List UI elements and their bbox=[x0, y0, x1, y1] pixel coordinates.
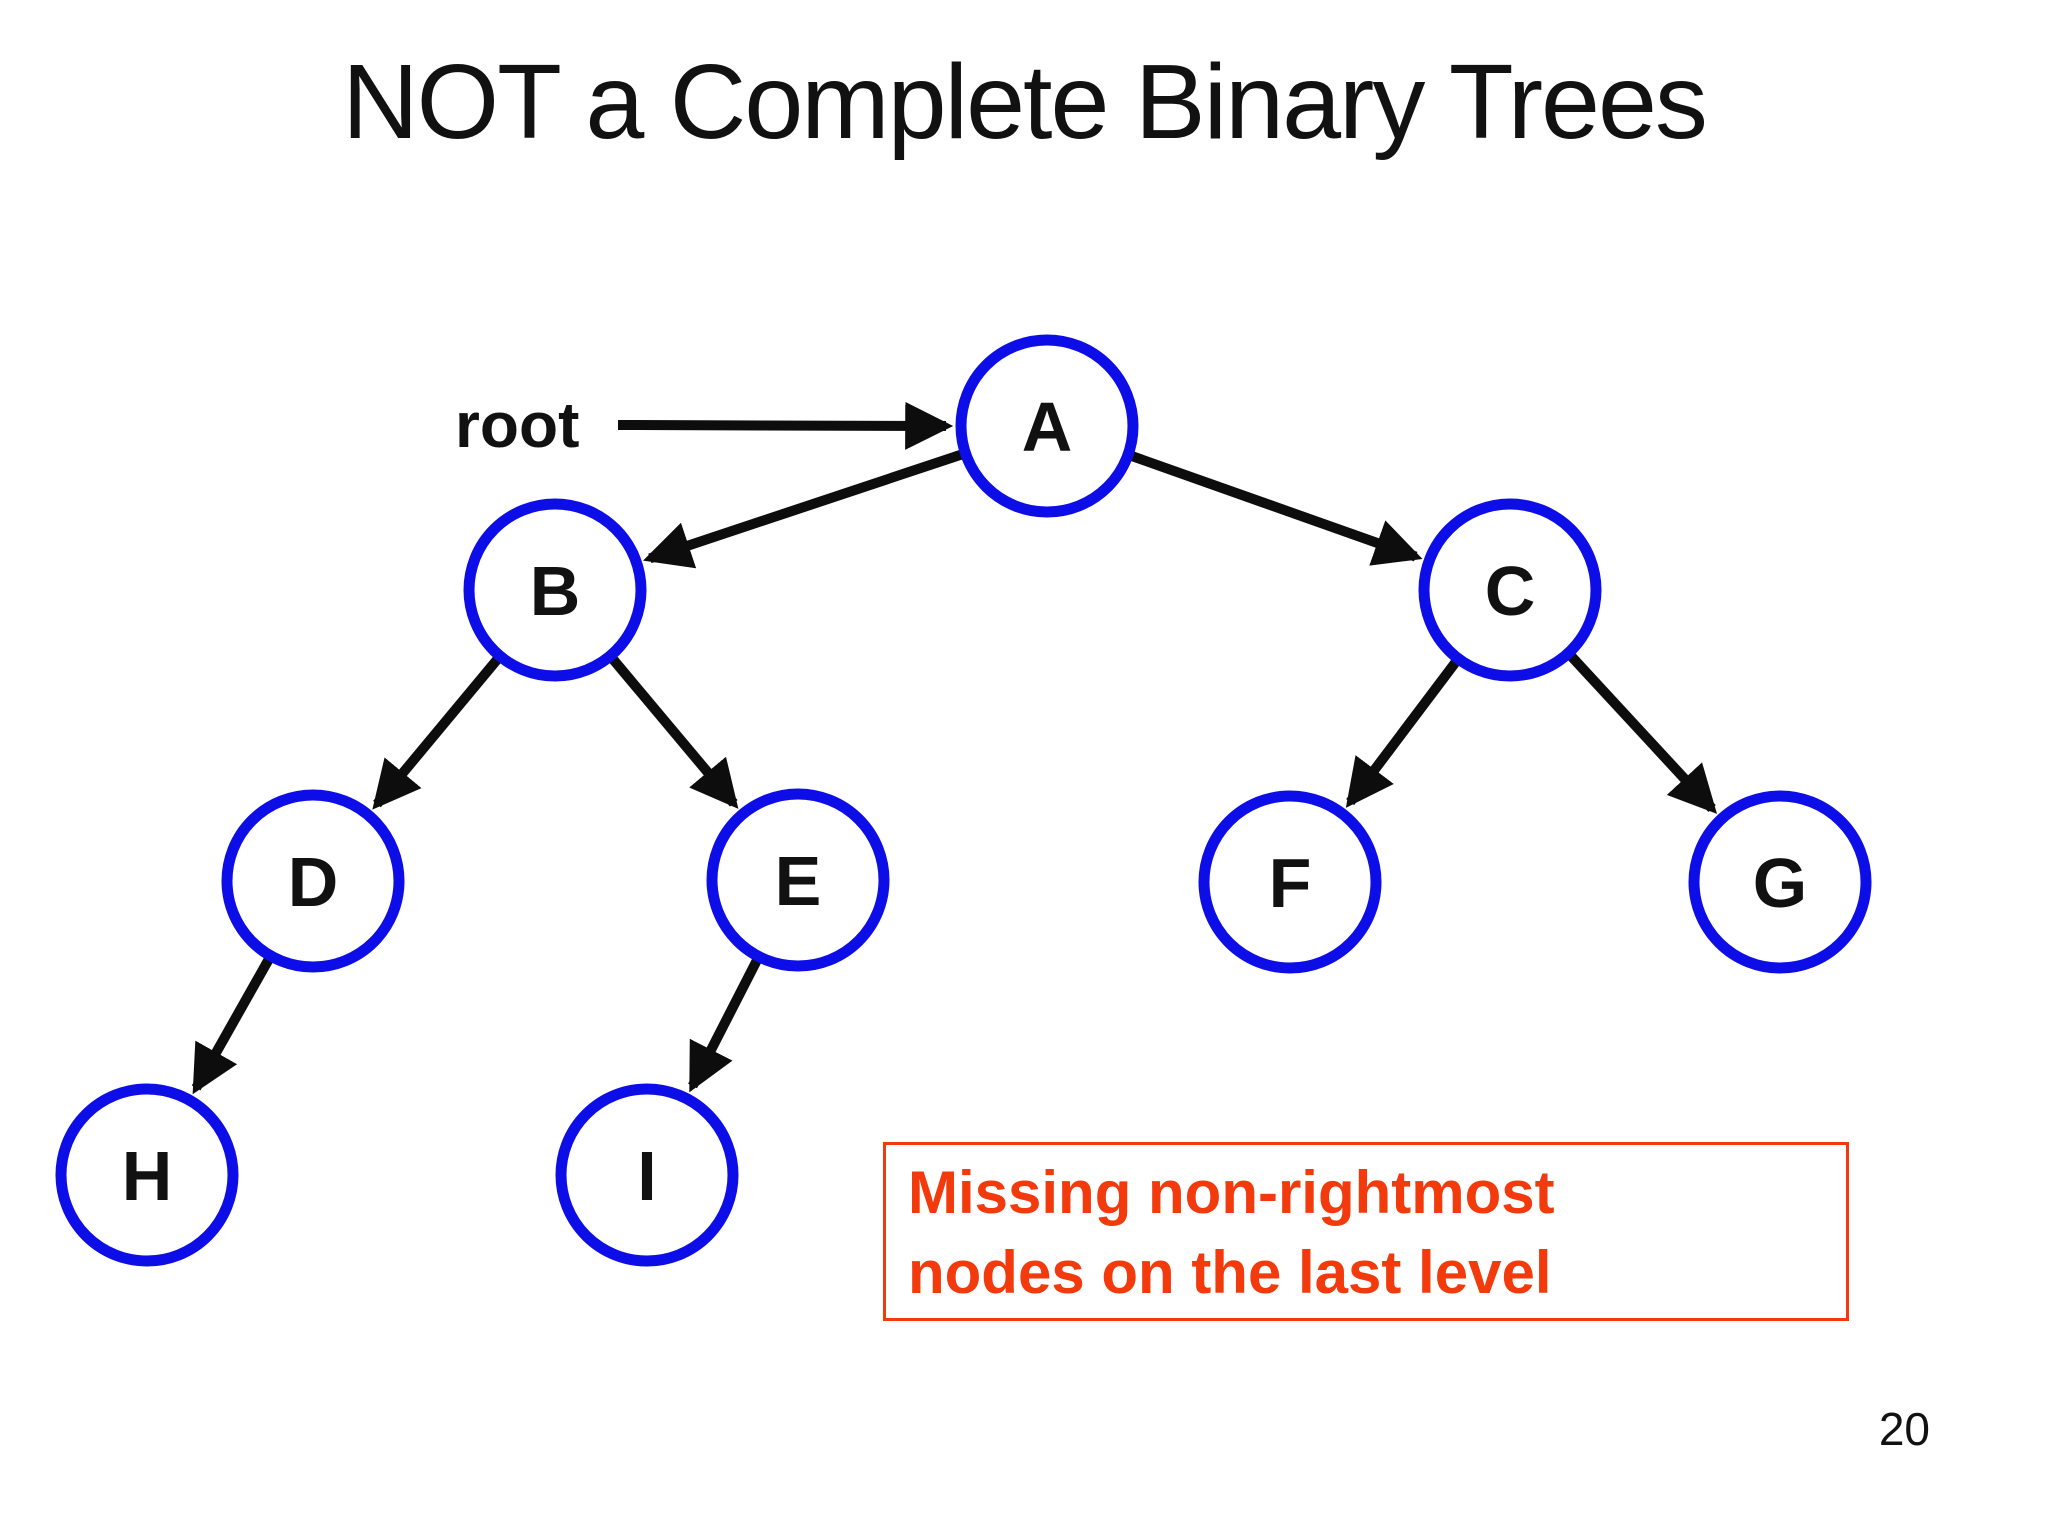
edge-B-E bbox=[608, 655, 739, 809]
page-number: 20 bbox=[1878, 1403, 1930, 1455]
edge-E-I bbox=[688, 957, 762, 1093]
node-label-A: A bbox=[1022, 388, 1073, 466]
tree-node-F: F bbox=[1198, 790, 1382, 974]
edge-C-G bbox=[1567, 652, 1717, 814]
node-label-I: I bbox=[637, 1137, 656, 1215]
node-circle-D bbox=[221, 789, 405, 973]
node-label-C: C bbox=[1485, 552, 1536, 630]
edge-D-H bbox=[191, 956, 274, 1095]
node-label-E: E bbox=[775, 842, 822, 920]
slide-title: NOT a Complete Binary Trees bbox=[342, 43, 1708, 161]
node-circle-F bbox=[1198, 790, 1382, 974]
tree-node-C: C bbox=[1418, 498, 1602, 682]
node-label-G: G bbox=[1753, 844, 1807, 922]
tree-node-D: D bbox=[221, 789, 405, 973]
edge-A-B bbox=[643, 449, 964, 569]
edge-A-C bbox=[1130, 451, 1423, 566]
node-label-H: H bbox=[122, 1137, 173, 1215]
node-circle-H bbox=[55, 1083, 239, 1267]
node-circle-E bbox=[706, 788, 890, 972]
edge-B-D bbox=[372, 656, 502, 810]
node-label-B: B bbox=[530, 552, 581, 630]
node-label-D: D bbox=[288, 843, 339, 921]
edge-C-F bbox=[1345, 658, 1460, 808]
callout-line-2: nodes on the last level bbox=[908, 1239, 1552, 1306]
node-circle-A bbox=[955, 334, 1139, 518]
root-label: root bbox=[455, 389, 579, 461]
node-circle-B bbox=[463, 498, 647, 682]
node-circle-G bbox=[1688, 790, 1872, 974]
tree-node-G: G bbox=[1688, 790, 1872, 974]
callout-line-1: Missing non-rightmost bbox=[908, 1159, 1555, 1226]
root-arrow bbox=[617, 401, 954, 450]
tree-node-E: E bbox=[706, 788, 890, 972]
node-circle-C bbox=[1418, 498, 1602, 682]
tree-node-I: I bbox=[555, 1083, 739, 1267]
callout-box: Missing non-rightmost nodes on the last … bbox=[883, 1142, 1849, 1321]
tree-node-B: B bbox=[463, 498, 647, 682]
node-circle-I bbox=[555, 1083, 739, 1267]
node-label-F: F bbox=[1269, 844, 1312, 922]
tree-node-A: A bbox=[955, 334, 1139, 518]
tree-node-H: H bbox=[55, 1083, 239, 1267]
